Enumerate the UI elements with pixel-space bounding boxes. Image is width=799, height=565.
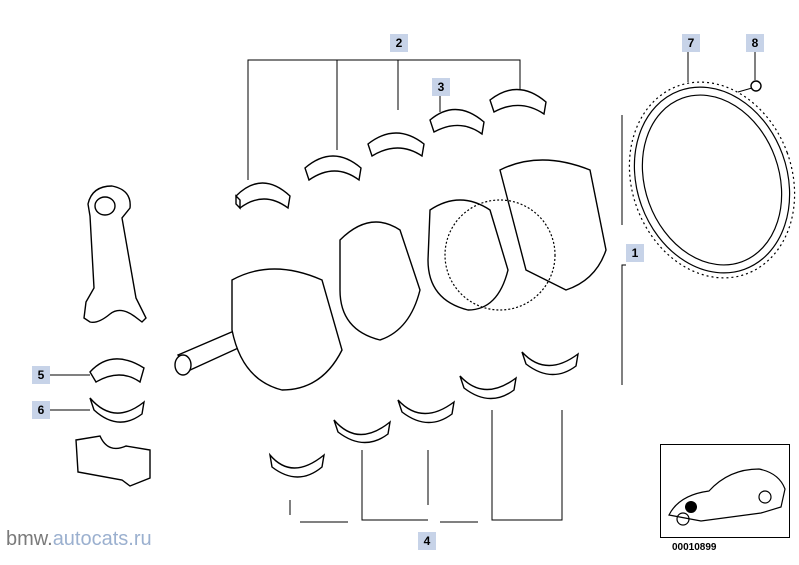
callout-4[interactable]: 4	[418, 532, 436, 550]
ring-gear	[628, 81, 796, 279]
leader-lines-2	[247, 59, 521, 180]
watermark-domain: autocats.ru	[52, 528, 152, 550]
callout-1[interactable]: 1	[626, 244, 644, 262]
watermark: bmw.autocats.ru	[6, 528, 152, 551]
callout-7[interactable]: 7	[682, 34, 700, 52]
watermark-brand: bmw.	[6, 528, 53, 550]
thumbnail-code: 00010899	[672, 542, 717, 553]
callout-5[interactable]: 5	[32, 366, 50, 384]
callout-8[interactable]: 8	[746, 34, 764, 52]
leader-lines-4	[289, 410, 563, 523]
lower-bearing-shells	[268, 351, 579, 478]
car-outline-icon	[668, 468, 786, 526]
bolt	[737, 80, 762, 93]
callout-3[interactable]: 3	[432, 78, 450, 96]
rod-bearing-shells	[89, 358, 145, 423]
callout-2[interactable]: 2	[390, 34, 408, 52]
rod-cap	[75, 435, 151, 487]
upper-bearing-shells	[235, 88, 547, 210]
callout-6[interactable]: 6	[32, 401, 50, 419]
car-thumbnail	[660, 444, 790, 538]
connecting-rod	[83, 185, 147, 324]
leader-lines-1	[621, 115, 626, 385]
crankshaft	[174, 159, 607, 391]
